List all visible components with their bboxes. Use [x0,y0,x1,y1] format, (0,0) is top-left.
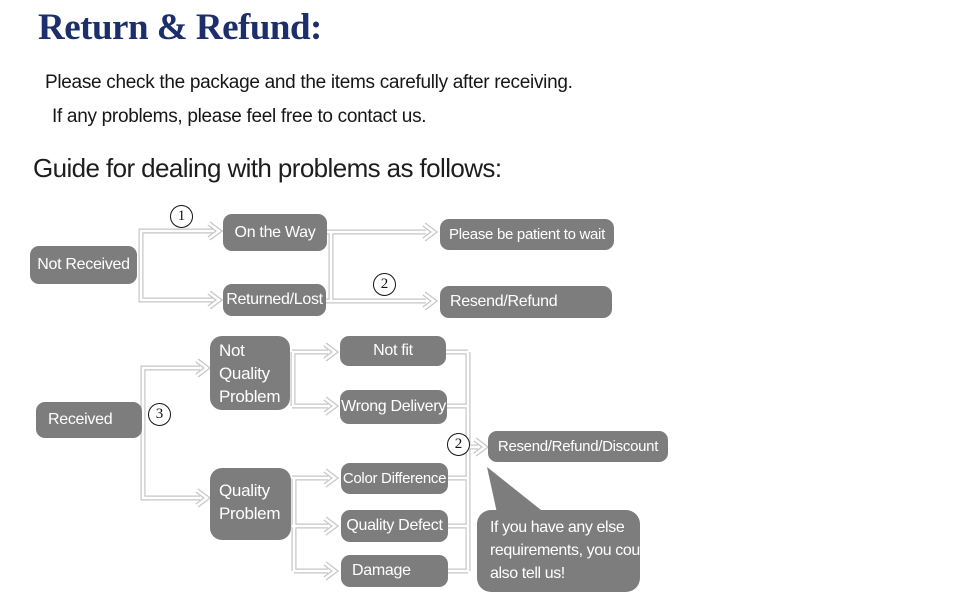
arrowhead-icon [423,223,437,241]
flow-box-on-the-way: On the Way [223,214,327,251]
box-line: Not [219,341,245,360]
connector-line [140,365,200,501]
arrowhead-icon [208,222,222,240]
arrowhead-icon [423,292,437,310]
flow-box-damage: Damage [341,555,448,587]
bubble-tail [487,467,541,513]
arrowhead-icon [324,343,338,361]
arrowhead-icon [196,489,210,507]
flow-box-color-difference: Color Difference [341,463,448,494]
box-line: Quality [219,481,270,500]
note-bubble: If you have any else requirements, you c… [477,510,652,592]
flow-box-returned-lost: Returned/Lost [223,284,326,316]
flow-box-received: Received [36,402,142,438]
page-title: Return & Refund: [38,7,322,48]
bubble-line: also tell us! [490,565,565,582]
connector-line [138,228,213,303]
guide-heading: Guide for dealing with problems as follo… [33,153,502,183]
arrowhead-icon [196,359,210,377]
arrowhead-icon [324,562,338,580]
box-line: Problem [219,504,281,523]
flow-box-not-received: Not Received [30,246,137,284]
bubble-line: If you have any else [490,519,625,536]
box-line: Quality [219,364,270,383]
arrowhead-icon [324,397,338,415]
flow-box-quality-defect: Quality Defect [341,510,448,542]
step-badge-2-transit: 2 [373,273,396,296]
arrowhead-icon [324,469,338,487]
flow-box-quality-problem: Quality Problem [210,468,291,540]
flow-box-not-fit: Not fit [340,336,446,366]
flow-box-resend-refund-discount: Resend/Refund/Discount [488,431,668,462]
flow-box-wrong-delivery: Wrong Delivery [340,390,447,424]
flow-box-resend-refund: Resend/Refund [440,286,612,318]
bubble-line: requirements, you could [490,542,652,559]
arrowhead-icon [474,438,488,456]
arrowhead-icon [324,517,338,535]
arrowhead-icon [208,291,222,309]
connector-line [141,366,200,500]
connector-line [139,229,213,302]
intro-line-1: Please check the package and the items c… [45,72,573,93]
step-badge-1: 1 [170,205,193,228]
intro-line-2: If any problems, please feel free to con… [52,106,427,127]
box-line: Problem [219,387,281,406]
step-badge-2-received: 2 [447,433,470,456]
step-badge-3: 3 [148,403,171,426]
flow-box-not-quality-problem: Not Quality Problem [210,336,290,410]
flow-box-please-wait: Please be patient to wait [440,219,614,250]
